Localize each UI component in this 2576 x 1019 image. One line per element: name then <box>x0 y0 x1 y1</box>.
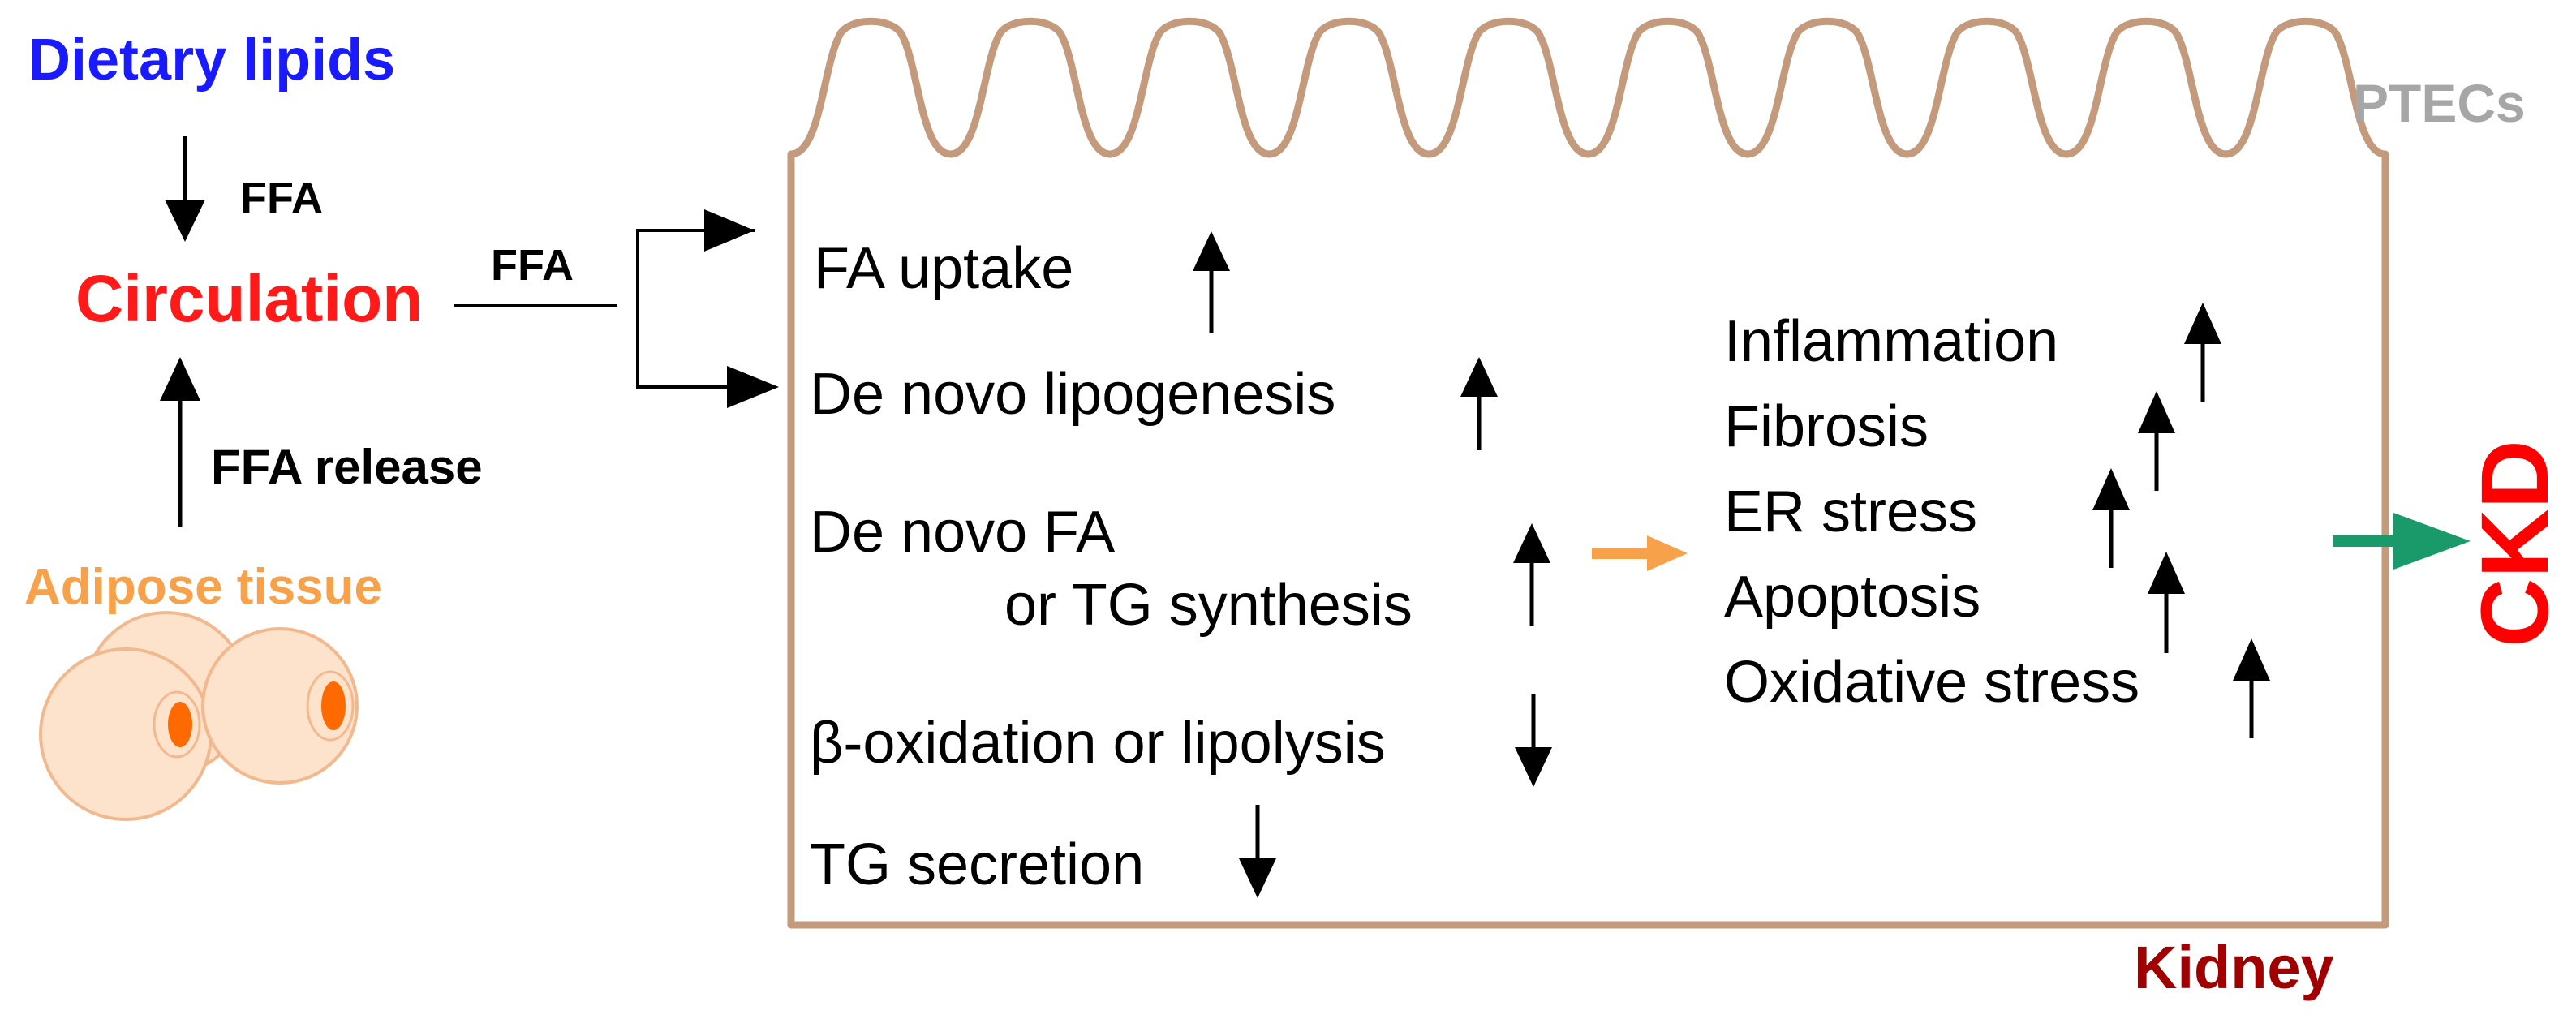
up-arrow-icon <box>1513 523 1550 626</box>
ffa-intake-label: FFA <box>240 174 323 222</box>
outcome-inflammation: Inflammation <box>1724 309 2058 374</box>
nucleus-icon <box>321 681 346 730</box>
up-arrow-icon <box>1460 357 1498 450</box>
outcome-oxidative-stress: Oxidative stress <box>1724 650 2139 715</box>
green-to-ckd-arrow <box>2333 513 2471 570</box>
process-beta-oxidation: β-oxidation or lipolysis <box>810 711 1386 776</box>
orange-progression-arrow <box>1592 535 1688 571</box>
ffa-transfer-label: FFA <box>491 241 574 290</box>
adipose-to-circulation-arrow <box>160 357 200 527</box>
outcome-fibrosis: Fibrosis <box>1724 394 1929 459</box>
process-tg-synthesis-line2: or TG synthesis <box>1004 573 1413 638</box>
dietary-lipids-label: Dietary lipids <box>28 28 395 92</box>
process-de-novo-lipogenesis: De novo lipogenesis <box>810 362 1335 427</box>
down-arrow-icon <box>1239 805 1276 898</box>
ptec-cell-membrane <box>787 17 2389 929</box>
adipocytes-illustration <box>39 611 359 821</box>
up-arrow-icon <box>2148 552 2185 653</box>
process-tg-secretion: TG secretion <box>810 832 1144 897</box>
adipocyte-cell <box>39 647 213 821</box>
adipose-tissue-label: Adipose tissue <box>24 559 382 615</box>
down-arrow-icon <box>1515 694 1552 787</box>
dietary-to-circulation-arrow <box>165 136 205 242</box>
circulation-label: Circulation <box>75 262 423 336</box>
circulation-to-cell-connector <box>454 229 755 389</box>
nucleus-icon <box>168 702 192 747</box>
ffa-uptake-arrowhead <box>704 209 755 252</box>
outcome-er-stress: ER stress <box>1724 479 1977 544</box>
adipocyte-cell <box>201 627 359 785</box>
up-arrow-icon <box>2233 638 2270 738</box>
ffa-release-label: FFA release <box>211 440 483 494</box>
up-arrow-icon <box>2184 303 2221 402</box>
process-fa-uptake: FA uptake <box>814 236 1073 301</box>
ckd-label: CKD <box>2462 440 2569 647</box>
up-arrow-icon <box>2092 468 2130 568</box>
lipogenesis-arrowhead <box>727 366 779 408</box>
process-de-novo-fa-line1: De novo FA <box>810 500 1115 565</box>
outcome-apoptosis: Apoptosis <box>1724 565 1980 630</box>
ptecs-label: PTECs <box>2353 73 2526 133</box>
up-arrow-icon <box>1193 231 1230 333</box>
kidney-label: Kidney <box>2134 934 2334 1001</box>
up-arrow-icon <box>2138 391 2175 491</box>
